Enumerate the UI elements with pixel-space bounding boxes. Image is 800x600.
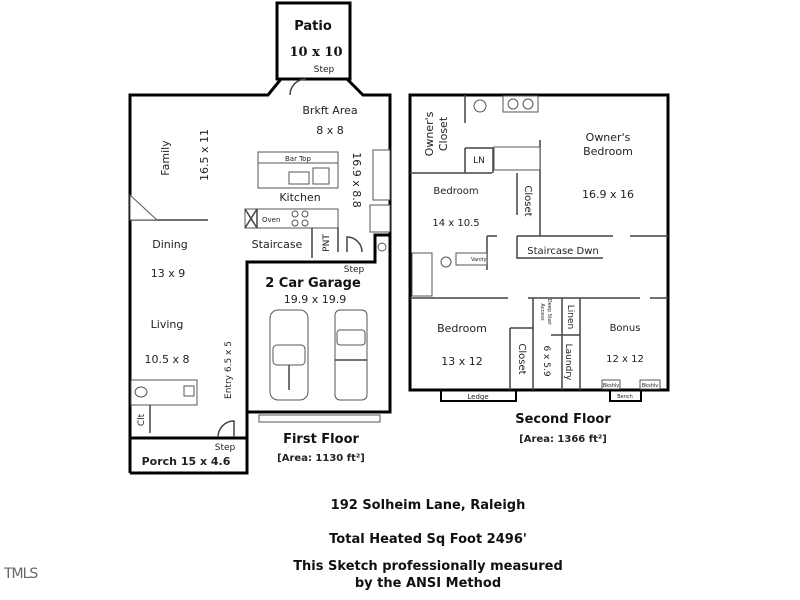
patio-label: Patio	[294, 19, 332, 34]
living-label: Living	[151, 318, 184, 331]
garage-step-label: Step	[344, 265, 365, 275]
owners-closet-label-1: Owner's	[423, 111, 436, 156]
bonus-size: 12 x 12	[606, 354, 644, 365]
first-floor-label: First Floor	[283, 432, 359, 447]
second-floor-walls	[408, 93, 670, 392]
owners-bedroom-label-1: Owner's	[586, 131, 631, 144]
first-floor: Patio 10 x 10 Step Brkft Area 8 x 8 Fami…	[128, 1, 392, 475]
bedroom2-size: 13 x 12	[441, 355, 483, 368]
deep-stair-label-2: Access	[539, 303, 545, 321]
tub-icon	[411, 252, 433, 297]
brkft-size: 8 x 8	[316, 124, 344, 137]
bath-sink-icon	[183, 385, 195, 397]
porch-step-label: Step	[215, 443, 236, 453]
cooktop-icon	[291, 210, 309, 227]
sink-icon	[507, 98, 519, 110]
first-floor-walls	[128, 77, 392, 475]
fridge-icon	[244, 208, 258, 229]
water-heater-icon	[377, 242, 387, 252]
laundry-size: 6 x 5.9	[541, 345, 551, 376]
toilet-icon	[473, 99, 487, 113]
patio-outline	[275, 1, 352, 81]
bedroom1-size: 14 x 10.5	[432, 218, 479, 229]
patio-door	[289, 78, 307, 96]
bookshelf-label-right: Bkshlv	[642, 383, 658, 389]
porch-label: Porch 15 x 4.6	[142, 455, 231, 468]
appliance-right	[369, 204, 391, 233]
mls-watermark: TMLS	[4, 566, 38, 582]
bookshelf-label-left: Bkshlv	[603, 383, 619, 389]
staircase-dwn-label: Staircase Dwn	[527, 246, 598, 257]
ledge	[440, 389, 517, 402]
bar-top-label: Bar Top	[285, 155, 312, 163]
bench-label: Bench	[617, 394, 633, 400]
bonus-label: Bonus	[610, 323, 641, 334]
measurement-note-2: by the ANSI Method	[354, 576, 502, 591]
entry-door	[217, 420, 235, 438]
patio-size: 10 x 10	[290, 45, 343, 60]
kitchen-label: Kitchen	[279, 191, 320, 204]
ledge-label: Ledge	[467, 393, 488, 401]
oven-counter	[244, 208, 339, 229]
laundry-label: Laundry	[563, 344, 573, 381]
sink-icon	[288, 171, 310, 185]
linen-label: Linen	[565, 305, 575, 329]
truck-icon	[334, 309, 368, 401]
vanity	[455, 252, 488, 266]
bedroom1-label: Bedroom	[433, 186, 478, 197]
patio-step-label: Step	[314, 65, 335, 75]
kitchen-size: 16.9 x 8.8	[350, 152, 363, 208]
dining-size: 13 x 9	[151, 267, 186, 280]
first-floor-area: [Area: 1130 ft²]	[277, 453, 365, 464]
staircase-label: Staircase	[252, 238, 303, 251]
second-floor-area: [Area: 1366 ft²]	[519, 434, 607, 445]
pantry-label: PNT	[322, 234, 332, 252]
total-sqft: Total Heated Sq Foot 2496'	[329, 532, 527, 547]
oven-label: Oven	[262, 216, 280, 224]
tub-icon	[493, 146, 541, 171]
counter-right	[372, 149, 391, 201]
ln-label: LN	[473, 156, 485, 166]
address: 192 Solheim Lane, Raleigh	[330, 498, 526, 513]
bedroom2-label: Bedroom	[437, 322, 487, 335]
owners-bedroom-size: 16.9 x 16	[582, 188, 634, 201]
closet-label: Clt	[137, 413, 147, 426]
brkft-label: Brkft Area	[302, 104, 357, 117]
second-floor: Owner's Closet LN Owner's Bedroom 16.9 x…	[408, 93, 670, 445]
vanity-label: Vanity	[471, 257, 487, 263]
toilet-icon	[440, 256, 452, 268]
owners-closet-label-2: Closet	[437, 116, 450, 151]
living-size: 10.5 x 8	[145, 353, 190, 366]
dishwasher-icon	[312, 167, 330, 185]
bookshelf-right	[639, 379, 661, 390]
fireplace	[129, 193, 159, 221]
toilet-icon	[134, 386, 148, 398]
garage-label: 2 Car Garage	[265, 276, 361, 291]
family-label: Family	[159, 140, 172, 176]
garage-size: 19.9 x 19.9	[284, 293, 347, 306]
closet1-label: Closet	[522, 185, 533, 216]
pantry-walls	[311, 228, 339, 258]
entry-label: Entry 6.5 x 5	[224, 341, 234, 399]
deep-stair-label-1: Deep Stair	[546, 299, 552, 326]
pantry-door	[346, 236, 363, 253]
second-floor-label: Second Floor	[515, 412, 611, 427]
dining-label: Dining	[152, 238, 188, 251]
bench	[609, 389, 642, 402]
car-icon	[269, 309, 309, 401]
sink-icon	[522, 98, 534, 110]
closet2-label: Closet	[516, 343, 527, 374]
family-size: 16.5 x 11	[198, 129, 211, 181]
owners-bedroom-label-2: Bedroom	[583, 145, 633, 158]
bookshelf-left	[601, 379, 621, 390]
second-floor-interior-walls	[410, 95, 668, 390]
garage-door	[258, 414, 381, 423]
measurement-note-1: This Sketch professionally measured	[293, 559, 563, 574]
